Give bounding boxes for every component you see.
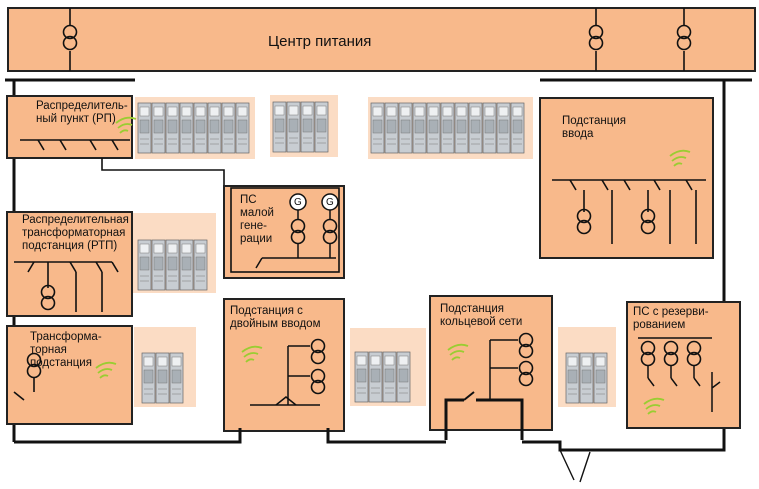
- substation-rtp[interactable]: [6, 211, 133, 317]
- tp-label: Трансформа- торная подстанция: [30, 331, 102, 369]
- switchgear-photo-6: [350, 328, 426, 406]
- power-center-block: [7, 7, 756, 72]
- small-generation-label: ПС малой гене- рации: [240, 194, 274, 245]
- power-center-label: Центр питания: [268, 33, 372, 50]
- switchgear-photo-7: [558, 327, 616, 407]
- switchgear-photo-1: [135, 97, 255, 159]
- generator-symbol: G: [326, 197, 334, 208]
- switchgear-photo-2: [270, 95, 338, 157]
- switchgear-photo-4: [130, 213, 216, 293]
- substation-dual-input[interactable]: [223, 298, 345, 432]
- generator-symbol: G: [294, 197, 302, 208]
- input-label: Подстанция ввода: [562, 115, 626, 140]
- rtp-label: Распределительная трансформаторная подст…: [22, 214, 129, 252]
- substation-tp[interactable]: [6, 325, 133, 425]
- ring-label: Подстанция кольцевой сети: [440, 303, 523, 328]
- substation-reserved[interactable]: [626, 301, 741, 429]
- substation-ring[interactable]: [429, 295, 553, 440]
- substation-input[interactable]: [539, 97, 714, 259]
- rp-label: Распределитель- ный пункт (РП): [36, 100, 128, 125]
- substation-rp[interactable]: [6, 95, 137, 159]
- substation-small-generation[interactable]: [223, 185, 345, 279]
- switchgear-photo-5: [134, 327, 196, 407]
- dual-input-label: Подстанция с двойным вводом: [230, 305, 321, 330]
- switchgear-photo-3: [368, 97, 533, 159]
- reserved-label: ПС с резерви- рованием: [633, 306, 709, 331]
